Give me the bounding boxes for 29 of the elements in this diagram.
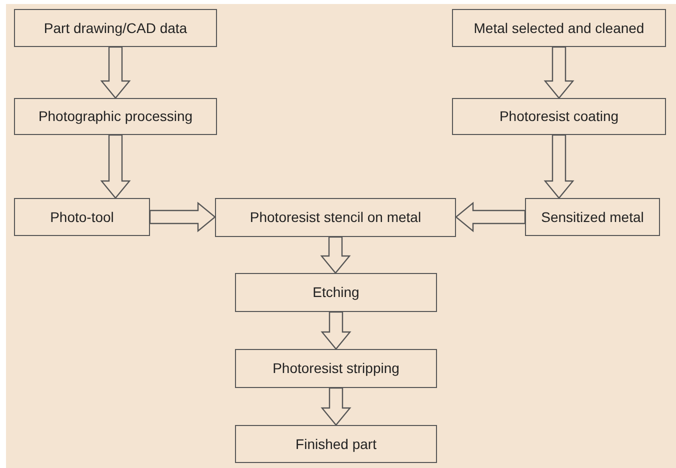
process-box bbox=[235, 349, 437, 388]
step-label: Photoresist stripping bbox=[272, 360, 400, 377]
step-label: Metal selected and cleaned bbox=[474, 20, 644, 36]
block-arrow bbox=[455, 202, 526, 232]
process-box bbox=[235, 425, 437, 463]
block-arrow bbox=[100, 46, 131, 99]
block-arrow bbox=[544, 46, 574, 99]
block-arrow bbox=[544, 134, 574, 199]
block-arrow bbox=[100, 134, 131, 199]
process-box bbox=[235, 273, 437, 312]
step-label: Photoresist stencil on metal bbox=[250, 209, 422, 226]
block-arrow bbox=[320, 387, 352, 426]
block-arrow bbox=[320, 236, 351, 274]
block-arrow bbox=[320, 311, 352, 350]
step-label: Sensitized metal bbox=[541, 208, 644, 226]
process-box bbox=[14, 9, 217, 47]
process-box bbox=[452, 9, 666, 47]
process-box bbox=[215, 198, 456, 237]
process-box bbox=[452, 98, 666, 135]
step-label: Part drawing/CAD data bbox=[44, 20, 188, 36]
process-box bbox=[14, 198, 150, 236]
step-label: Photoresist coating bbox=[499, 108, 619, 125]
step-label: Finished part bbox=[296, 436, 376, 452]
step-label: Etching bbox=[312, 284, 360, 301]
process-box bbox=[14, 98, 217, 135]
step-label: Photographic processing bbox=[38, 108, 193, 125]
block-arrow bbox=[149, 202, 216, 232]
process-box bbox=[525, 198, 660, 236]
step-label: Photo-tool bbox=[50, 208, 114, 226]
